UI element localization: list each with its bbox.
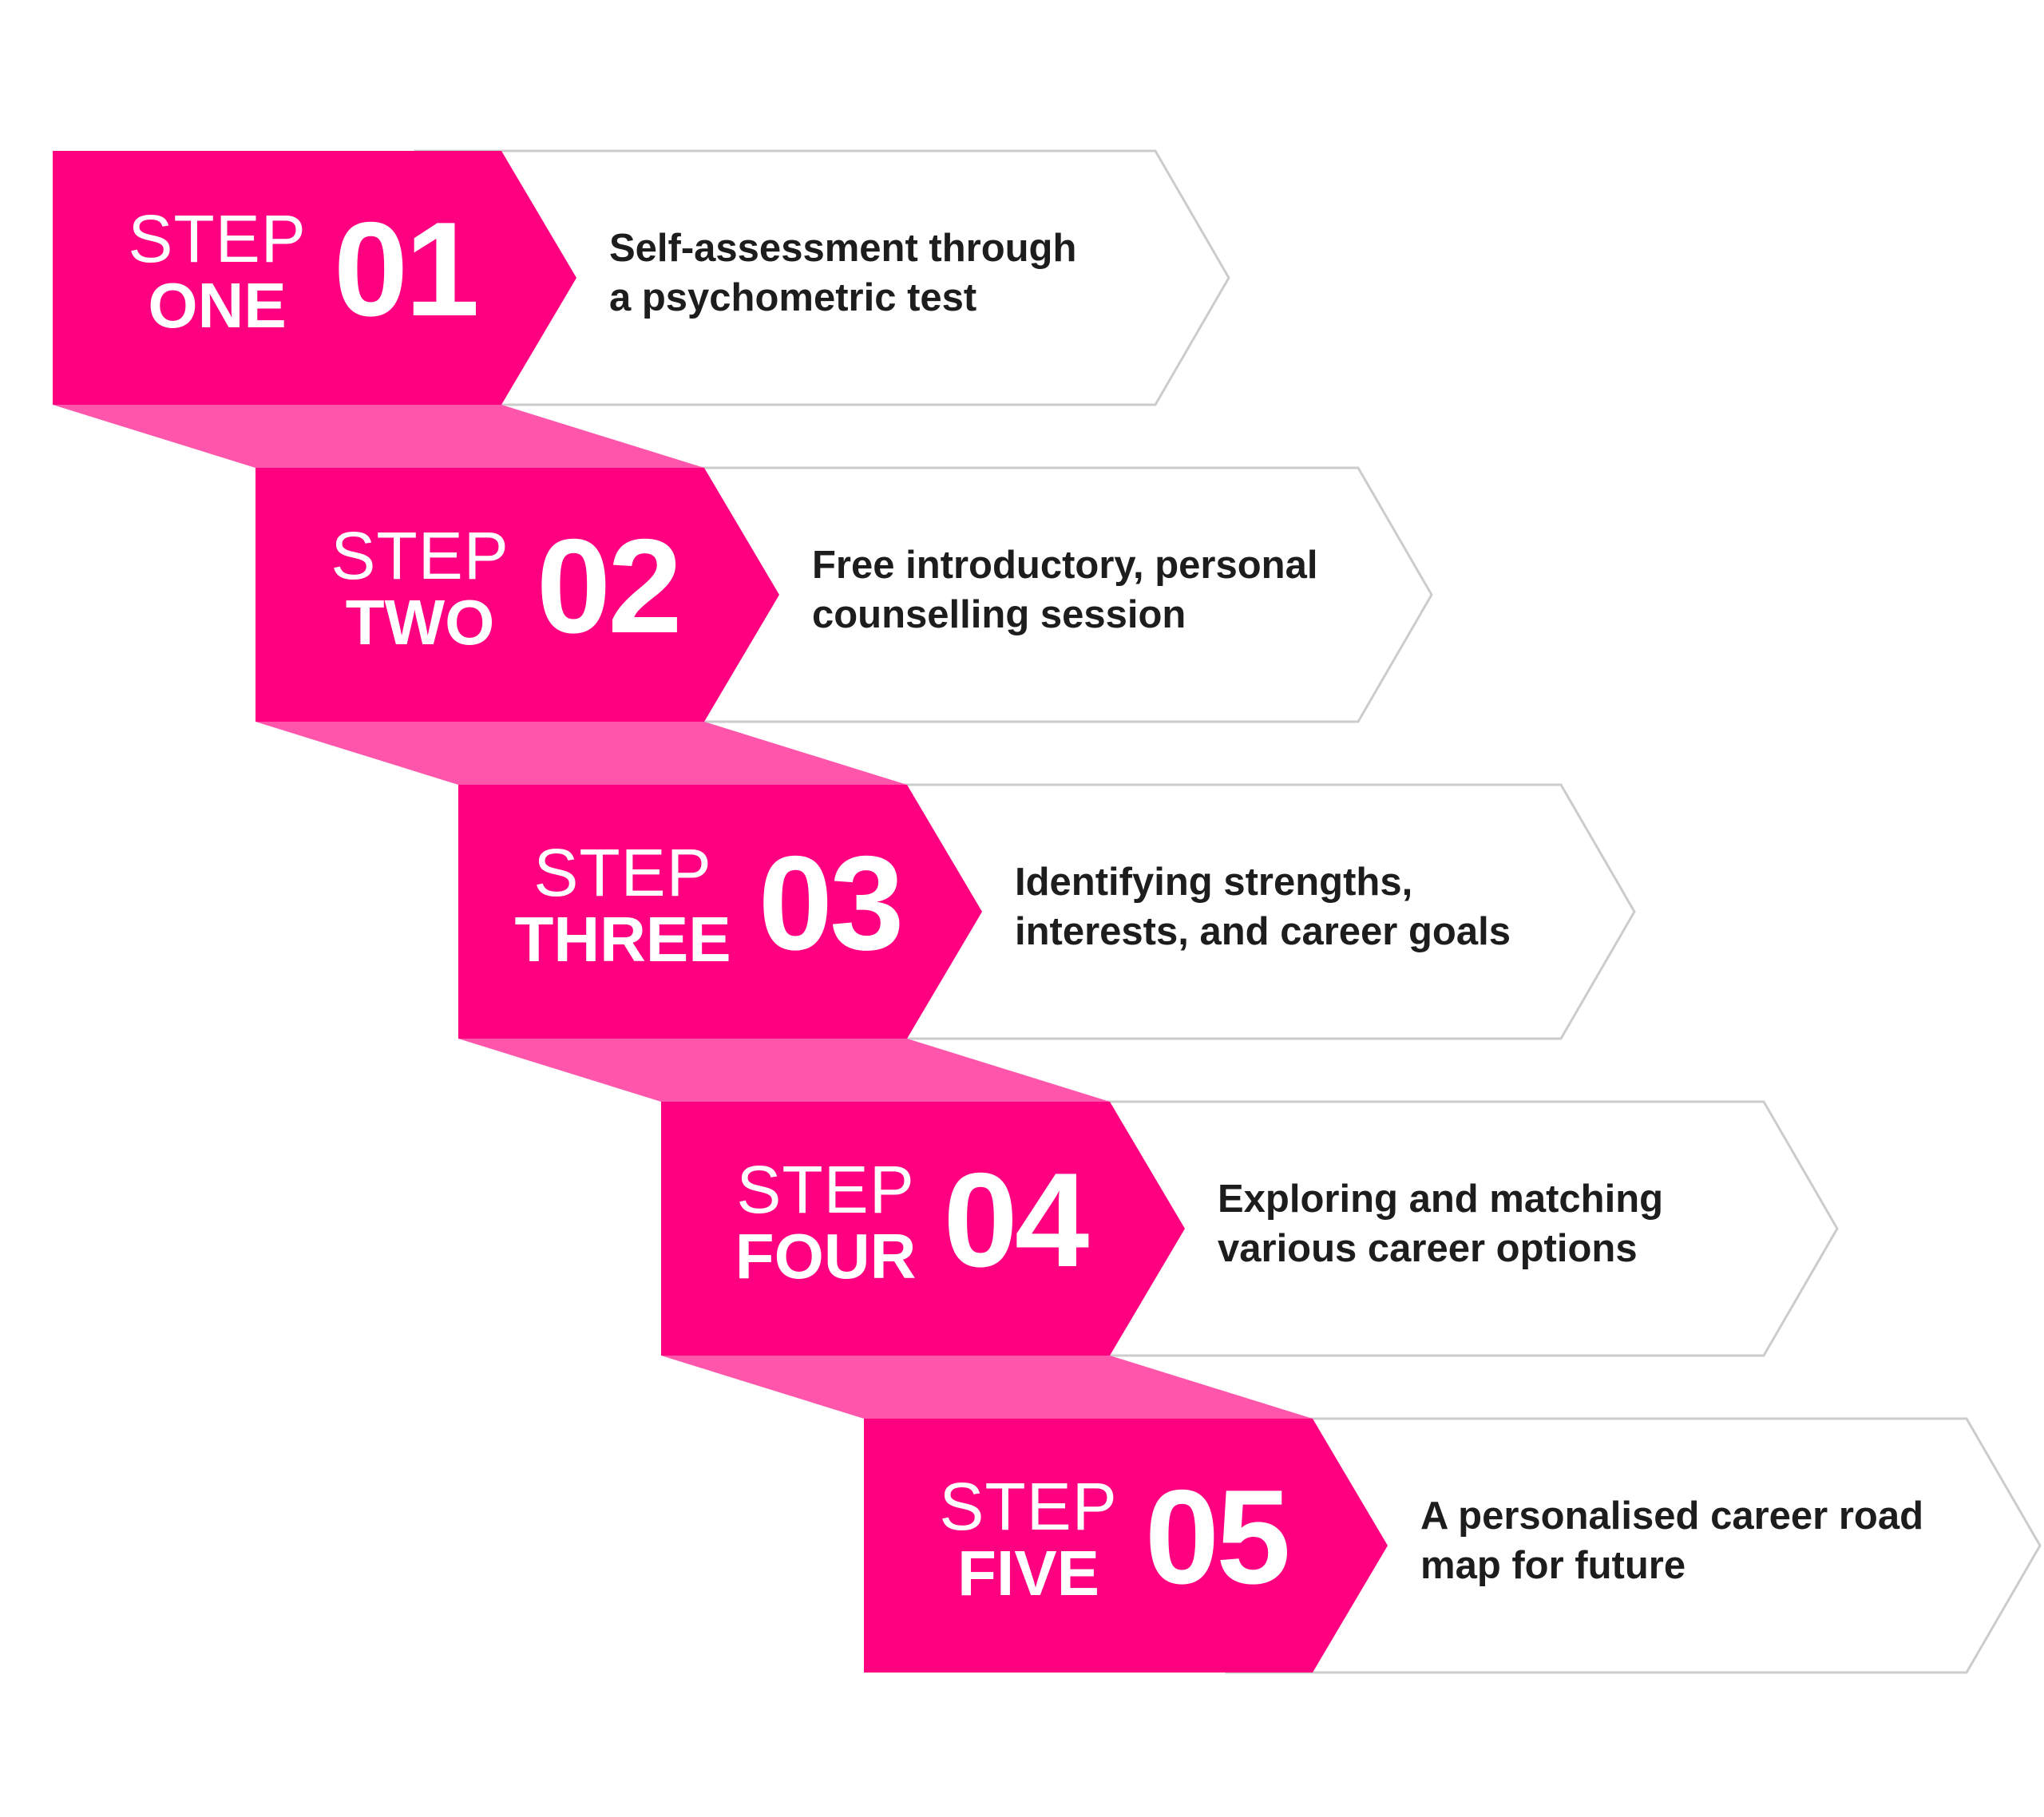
step-arrow-block <box>661 1102 1185 1356</box>
description-line-1: Identifying strengths, <box>1015 861 1413 904</box>
step-number: 02 <box>536 510 683 661</box>
step-arrow-block <box>53 151 576 405</box>
step-connector <box>53 405 704 468</box>
step-description: Identifying strengths, interests, and ca… <box>1015 780 1511 1034</box>
step-arrow-block <box>458 785 982 1039</box>
step-item-3: STEP THREE 03 Identifying strengths, int… <box>458 785 2044 1039</box>
description-line-1: A personalised career road <box>1420 1494 1924 1538</box>
step-label: STEP FOUR <box>735 1156 917 1290</box>
step-number: 01 <box>333 193 480 344</box>
step-ordinal: ONE <box>148 270 287 341</box>
description-line-2: interests, and career goals <box>1015 910 1511 953</box>
description-line-2: counselling session <box>812 593 1186 636</box>
description-line-1: Free introductory, personal <box>812 544 1318 587</box>
description-line-2: a psychometric test <box>609 276 977 319</box>
step-ordinal: FIVE <box>957 1538 1099 1609</box>
step-arrow-block <box>864 1419 1388 1673</box>
step-description: A personalised career road map for futur… <box>1420 1414 1923 1668</box>
step-ordinal: TWO <box>345 587 495 658</box>
step-word: STEP <box>736 1152 915 1227</box>
step-word: STEP <box>533 835 712 910</box>
step-number: 04 <box>943 1144 1089 1295</box>
step-number: 05 <box>1144 1461 1291 1612</box>
step-item-2: STEP TWO 02 Free introductory, personal … <box>256 468 1852 722</box>
step-connector <box>256 722 907 785</box>
description-line-1: Exploring and matching <box>1218 1178 1664 1221</box>
step-connector <box>458 1039 1110 1102</box>
step-item-1: STEP ONE 01 Self-assessment through a ps… <box>53 151 1650 405</box>
step-label: STEP ONE <box>128 205 306 339</box>
step-label: STEP FIVE <box>939 1473 1117 1607</box>
step-arrow-block <box>256 468 779 722</box>
step-label: STEP TWO <box>331 522 509 656</box>
step-word: STEP <box>939 1469 1118 1544</box>
description-line-2: various career options <box>1218 1227 1638 1270</box>
description-line-1: Self-assessment through <box>609 227 1077 270</box>
step-header: STEP FIVE 05 <box>864 1419 1363 1673</box>
step-description: Free introductory, personal counselling … <box>812 463 1317 717</box>
step-description: Exploring and matching various career op… <box>1218 1097 1663 1351</box>
step-item-4: STEP FOUR 04 Exploring and matching vari… <box>661 1102 2044 1356</box>
step-ordinal: THREE <box>514 904 731 975</box>
step-header: STEP FOUR 04 <box>661 1102 1160 1356</box>
step-header: STEP TWO 02 <box>256 468 755 722</box>
step-connector <box>661 1356 1313 1419</box>
step-ordinal: FOUR <box>735 1221 917 1292</box>
step-word: STEP <box>128 201 307 276</box>
step-header: STEP THREE 03 <box>458 785 957 1039</box>
description-line-2: map for future <box>1420 1544 1686 1587</box>
step-word: STEP <box>331 518 509 593</box>
step-number: 03 <box>758 827 905 978</box>
step-item-5: STEP FIVE 05 A personalised career road … <box>864 1419 2044 1673</box>
step-header: STEP ONE 01 <box>53 151 552 405</box>
step-description: Self-assessment through a psychometric t… <box>609 146 1076 400</box>
step-label: STEP THREE <box>514 839 731 973</box>
